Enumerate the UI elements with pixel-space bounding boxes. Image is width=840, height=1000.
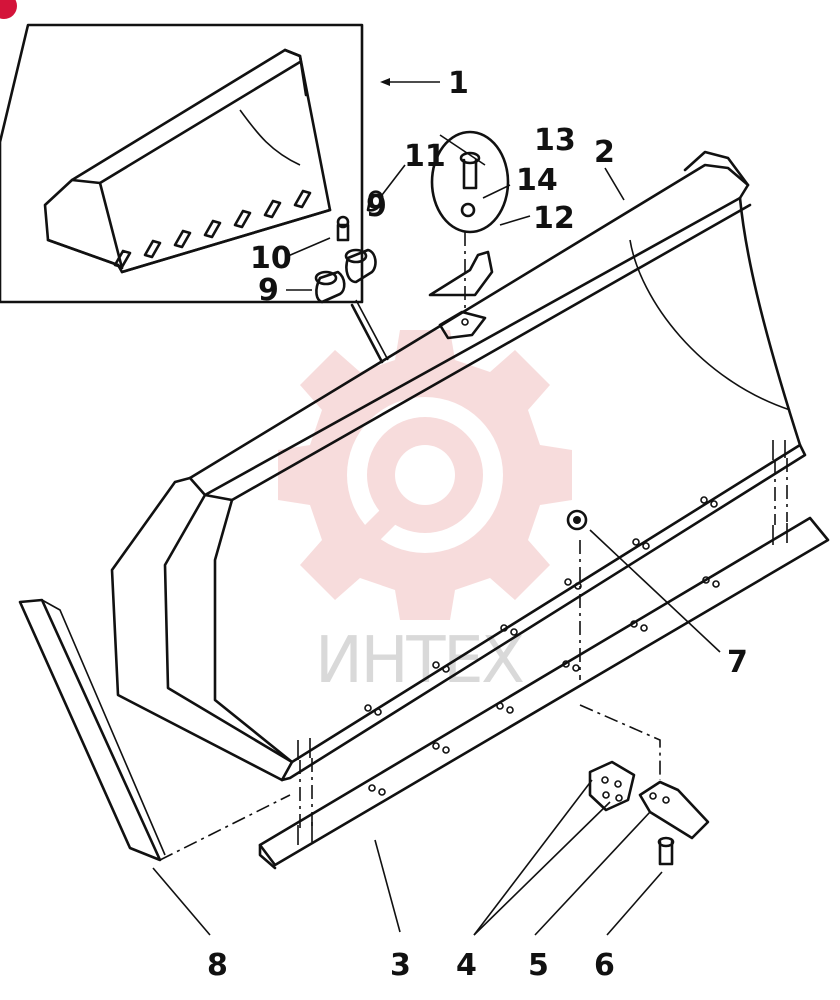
label-part-9a: 9: [258, 273, 279, 308]
label-part-1: 1: [448, 66, 469, 101]
callout-leaders: [152, 78, 721, 936]
bolt-6: [657, 836, 675, 866]
blade-bolt-holes: [364, 496, 718, 716]
nut-7: [566, 509, 588, 531]
tooth-5: [638, 780, 710, 840]
label-part-5: 5: [528, 948, 549, 983]
label-part-12: 12: [533, 201, 575, 236]
label-part-6: 6: [594, 948, 615, 983]
label-part-14: 14: [516, 163, 558, 198]
detail-bolt-washer: [430, 130, 510, 234]
label-part-4: 4: [456, 948, 477, 983]
top-bracket: [438, 310, 487, 340]
adapter-plate-4: [588, 760, 636, 812]
label-part-2: 2: [594, 135, 615, 170]
wrench-icon: [330, 495, 410, 575]
bracket-12: [428, 250, 494, 297]
corner-badge: [0, 0, 17, 19]
label-part-13: 13: [534, 123, 576, 158]
label-part-3: 3: [390, 948, 411, 983]
bucket-body: [110, 150, 807, 782]
label-part-7: 7: [727, 645, 748, 680]
mini-teeth: [113, 189, 312, 269]
label-part-9b: 9: [366, 189, 387, 224]
watermark-text: ИНТЕХ: [315, 624, 525, 698]
pin-assembly: [314, 190, 389, 364]
label-part-8: 8: [207, 948, 228, 983]
watermark-logo: [278, 330, 572, 620]
label-part-10: 10: [250, 241, 292, 276]
part-labels: 1 2 3 4 5 6 7 8 9 9 10 11 12 13 14: [207, 66, 748, 983]
label-part-11: 11: [404, 139, 446, 174]
inset-assembly-view: [0, 23, 364, 304]
assembly-leader-lines: [159, 232, 788, 861]
side-plate: [18, 598, 166, 862]
cutting-edge-blade: [258, 516, 830, 870]
